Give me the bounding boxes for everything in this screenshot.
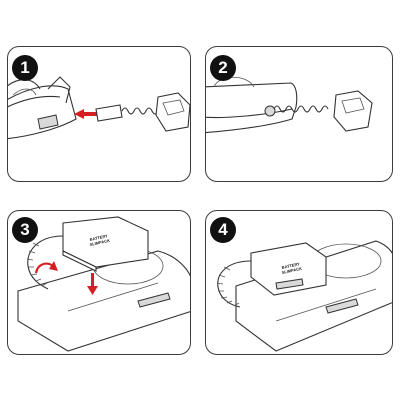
coiled-cable-icon [273,105,329,113]
step-3-panel: BATTERY SLIMPACK 3 [7,210,191,355]
battery-pack-icon [250,242,327,296]
step-4-panel: BATTERY SLIMPACK 4 [205,210,393,355]
step-number-badge: 2 [210,55,236,81]
step-number-badge: 4 [210,217,236,243]
battery-pack-icon [333,90,373,132]
step-2-panel: 2 [205,46,393,182]
step-3-illustration: BATTERY SLIMPACK [17,216,190,352]
battery-label-line2: SLIMPACK [89,238,110,247]
port-plug-icon [264,105,276,117]
coiled-cable-icon [217,260,252,308]
step-4-illustration: BATTERY SLIMPACK [216,240,392,352]
battery-label-line1: BATTERY [281,261,300,270]
coiled-cable-icon [27,235,64,290]
step-number-badge: 1 [12,55,38,81]
step-1-illustration [8,76,190,140]
battery-pack-icon [155,92,190,132]
step-2-illustration [206,76,373,134]
red-arrow-icon [74,109,100,119]
red-down-arrow-icon [87,273,98,295]
battery-label-line2: SLIMPACK [281,266,302,275]
step-number-badge: 3 [12,217,38,243]
step-1-panel: 1 [7,46,191,182]
battery-label-line1: BATTERY [89,233,108,242]
